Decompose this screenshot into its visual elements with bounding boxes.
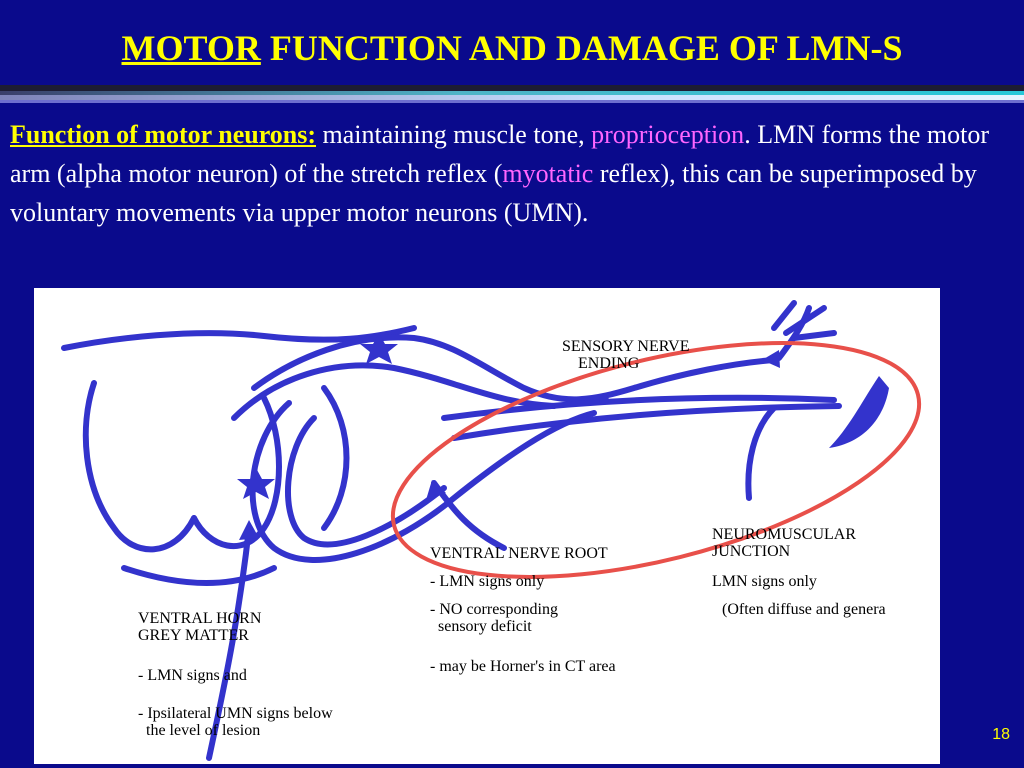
label-ventral-horn-item2: - Ipsilateral UMN signs below the level … bbox=[138, 705, 333, 739]
grey-matter-right bbox=[321, 385, 350, 531]
body-highlight-proprioception: proprioception bbox=[591, 120, 745, 149]
title-divider-dark bbox=[0, 85, 1024, 91]
body-text-1: maintaining muscle tone, bbox=[316, 120, 592, 149]
body-highlight-myotatic: myotatic bbox=[502, 159, 594, 188]
arrowhead-sensory bbox=[762, 350, 780, 368]
body-text-2: . LMN forms the motor arm (alpha motor n… bbox=[10, 120, 989, 188]
title-divider-teal bbox=[0, 91, 1024, 95]
arrowhead-horn bbox=[239, 520, 259, 540]
label-ventral-root-title: VENTRAL NERVE ROOT bbox=[430, 545, 608, 562]
motor-neuron-star-lower bbox=[237, 468, 275, 499]
cord-lower-left bbox=[121, 565, 277, 586]
label-sensory-nerve-ending: SENSORY NERVE ENDING bbox=[562, 338, 690, 372]
nerve-trunk-lower bbox=[451, 403, 842, 441]
label-nmj-title: NEUROMUSCULAR JUNCTION bbox=[712, 526, 857, 560]
label-nmj-note: (Often diffuse and genera bbox=[722, 601, 886, 618]
label-ventral-root-item1: - LMN signs only bbox=[430, 573, 545, 590]
label-ventral-horn-item1: - LMN signs and bbox=[138, 667, 247, 684]
arrowhead-root bbox=[426, 480, 446, 500]
lesion-circle bbox=[390, 341, 922, 579]
label-ventral-root-item3: - may be Horner's in CT area bbox=[430, 658, 616, 675]
nerve-branch-down bbox=[745, 405, 777, 501]
sensory-ending-lines bbox=[771, 300, 837, 341]
synapse-dot bbox=[599, 395, 609, 405]
arrow-ventral-horn bbox=[206, 525, 252, 761]
title-underlined-word: MOTOR bbox=[121, 28, 261, 68]
grey-matter-left bbox=[82, 380, 197, 553]
label-ventral-horn-title: VENTRAL HORN GREY MATTER bbox=[138, 610, 262, 644]
spinal-reflex-diagram: SENSORY NERVE ENDING NEUROMUSCULAR JUNCT… bbox=[34, 288, 940, 764]
slide-title: MOTOR FUNCTION AND DAMAGE OF LMN-S bbox=[0, 24, 1024, 72]
nerve-trunk-upper bbox=[441, 394, 837, 421]
body-text-3: reflex), this can be superimposed by vol… bbox=[10, 159, 977, 227]
label-nmj-signs: LMN signs only bbox=[712, 573, 817, 590]
label-ventral-root-item2: - NO corresponding sensory deficit bbox=[430, 601, 558, 635]
body-paragraph: Function of motor neurons: maintaining m… bbox=[10, 115, 1010, 232]
title-rest: FUNCTION AND DAMAGE OF LMN-S bbox=[260, 28, 903, 68]
title-divider-violet bbox=[0, 100, 1024, 103]
title-divider-light bbox=[0, 95, 1024, 100]
grey-matter-centre bbox=[191, 395, 282, 549]
page-number: 18 bbox=[992, 726, 1010, 743]
sensory-fibre-upper bbox=[251, 334, 777, 403]
nerve-branch-up bbox=[776, 305, 812, 361]
sensory-fibre-lower bbox=[231, 362, 557, 421]
motor-loop-inner bbox=[285, 415, 447, 548]
body-label: Function of motor neurons: bbox=[10, 120, 316, 149]
motor-neuron-star-upper bbox=[360, 333, 398, 364]
diagram-drawing bbox=[61, 300, 922, 761]
muscle-end-plate bbox=[829, 376, 889, 448]
